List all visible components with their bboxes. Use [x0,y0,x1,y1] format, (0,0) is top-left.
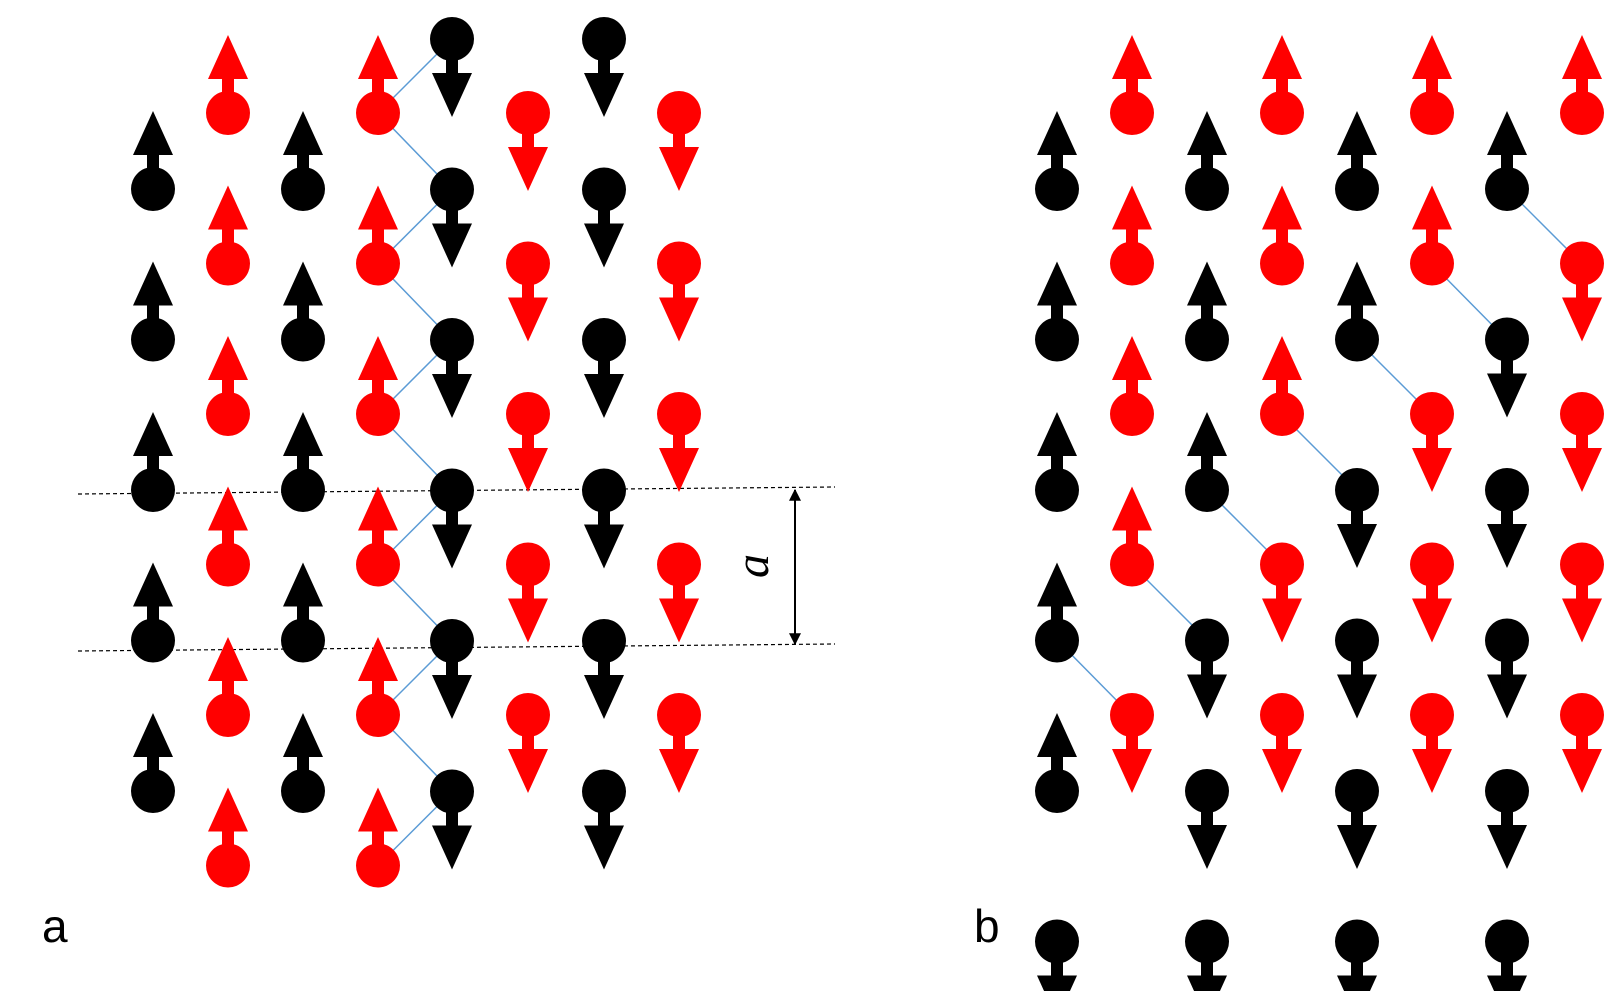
spin-down-red [506,542,550,643]
spin-down-black [1485,618,1529,719]
dimension-label: a [726,554,779,578]
spin-up-red [206,35,250,135]
spin-up-red [1110,185,1154,286]
panel-label-a: a [42,900,68,952]
spin-up-black [1035,111,1079,211]
spin-up-black [1035,412,1079,512]
spin-up-black [1335,111,1379,211]
spin-down-black [1335,769,1379,869]
spin-down-red [506,693,550,793]
spin-down-black [1185,618,1229,719]
spin-down-black [1185,769,1229,869]
spin-up-black [131,562,175,663]
spin-up-red [356,35,400,135]
spin-down-black [1035,919,1079,991]
spin-down-black [430,318,474,418]
spin-up-black [1035,562,1079,663]
spin-down-red [657,542,701,643]
spin-up-black [281,261,325,362]
panel-b: b [974,35,1604,991]
spin-up-red [206,486,250,587]
spin-down-red [1560,241,1604,342]
spin-up-red [1110,336,1154,436]
spin-up-black [1185,111,1229,211]
spin-up-black [1035,713,1079,813]
spin-up-black [1035,261,1079,362]
spin-down-red [1410,392,1454,492]
spin-down-red [657,693,701,793]
spin-down-red [1260,542,1304,643]
spin-down-red [1560,542,1604,643]
spin-down-red [506,91,550,191]
spin-down-red [506,241,550,342]
spin-up-red [1110,35,1154,135]
spin-down-black [1335,618,1379,719]
spin-grid [1035,35,1604,991]
spin-up-red [206,185,250,286]
spin-down-black [1485,468,1529,568]
spin-up-red [356,787,400,888]
spin-up-red [1560,35,1604,135]
spin-down-black [430,167,474,268]
spin-down-black [1485,769,1529,869]
spin-up-red [206,637,250,737]
spin-up-black [1335,261,1379,362]
spin-down-black [1335,919,1379,991]
spin-up-red [206,787,250,888]
spin-up-red [1110,486,1154,587]
zigzag-path [376,38,454,867]
spin-down-red [657,392,701,492]
spin-up-black [281,713,325,813]
spin-down-black [430,468,474,569]
spin-up-black [131,261,175,362]
panel-label-b: b [974,900,1000,952]
spin-down-black [1335,468,1379,568]
spin-down-black [582,769,626,870]
spin-up-red [1260,35,1304,135]
spin-down-black [1485,317,1529,418]
spin-grid [131,17,701,888]
spin-down-black [430,619,474,719]
spin-down-red [506,392,550,492]
spin-down-red [1260,693,1304,793]
spin-down-black [582,619,626,719]
spin-down-red [657,91,701,191]
spin-up-black [131,412,175,512]
spin-up-red [1260,185,1304,286]
spin-up-black [131,713,175,813]
panel-a: a a [42,17,836,952]
spin-down-black [1485,919,1529,991]
spin-up-black [1485,111,1529,211]
spin-up-red [356,637,400,737]
spin-down-black [430,769,474,870]
spin-down-black [582,318,626,418]
spin-up-black [1185,412,1229,512]
spin-down-red [657,241,701,342]
spin-down-black [582,167,626,268]
spin-up-red [1410,35,1454,135]
spin-down-red [1410,542,1454,643]
spin-up-red [206,336,250,436]
spin-up-black [281,111,325,211]
spin-up-black [281,562,325,663]
spin-up-red [356,486,400,587]
spin-down-black [582,468,626,569]
spin-up-black [281,412,325,512]
spin-down-red [1110,693,1154,793]
spin-up-red [1260,336,1304,436]
spin-up-red [356,336,400,436]
spin-down-black [582,17,626,117]
spin-down-red [1410,693,1454,793]
spin-down-red [1560,693,1604,793]
spin-down-black [1185,919,1229,991]
spin-up-black [131,111,175,211]
spin-up-red [1410,185,1454,286]
spin-down-black [430,17,474,117]
spin-down-red [1560,392,1604,492]
spin-up-red [356,185,400,286]
spin-up-black [1185,261,1229,362]
